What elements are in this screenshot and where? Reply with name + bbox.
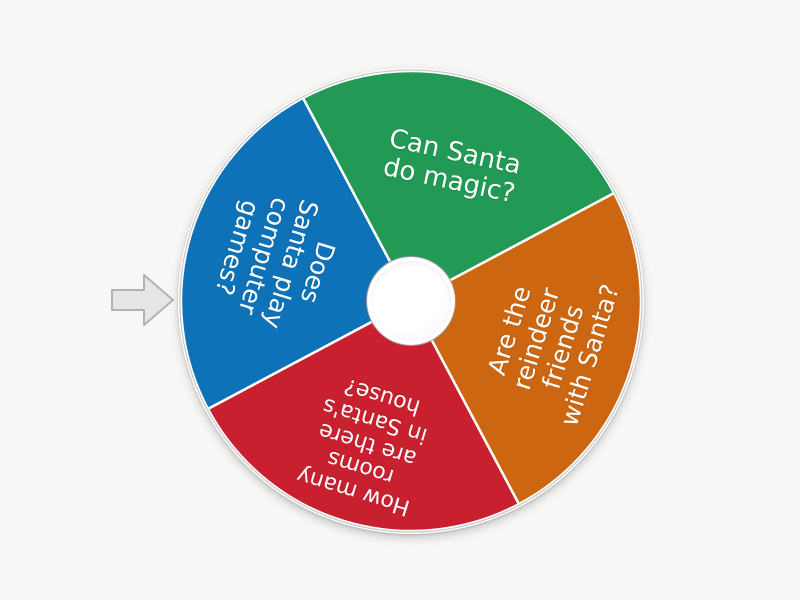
spinner-wheel[interactable]: Does Santa play computer games?How many … [178, 68, 644, 534]
wheel-slice-group[interactable] [179, 69, 643, 533]
segment-green[interactable] [301, 69, 616, 303]
spin-pointer [110, 272, 176, 328]
wheel-outline [179, 69, 643, 533]
arrow-right-icon [111, 274, 174, 326]
wheel-hub[interactable] [367, 257, 455, 345]
